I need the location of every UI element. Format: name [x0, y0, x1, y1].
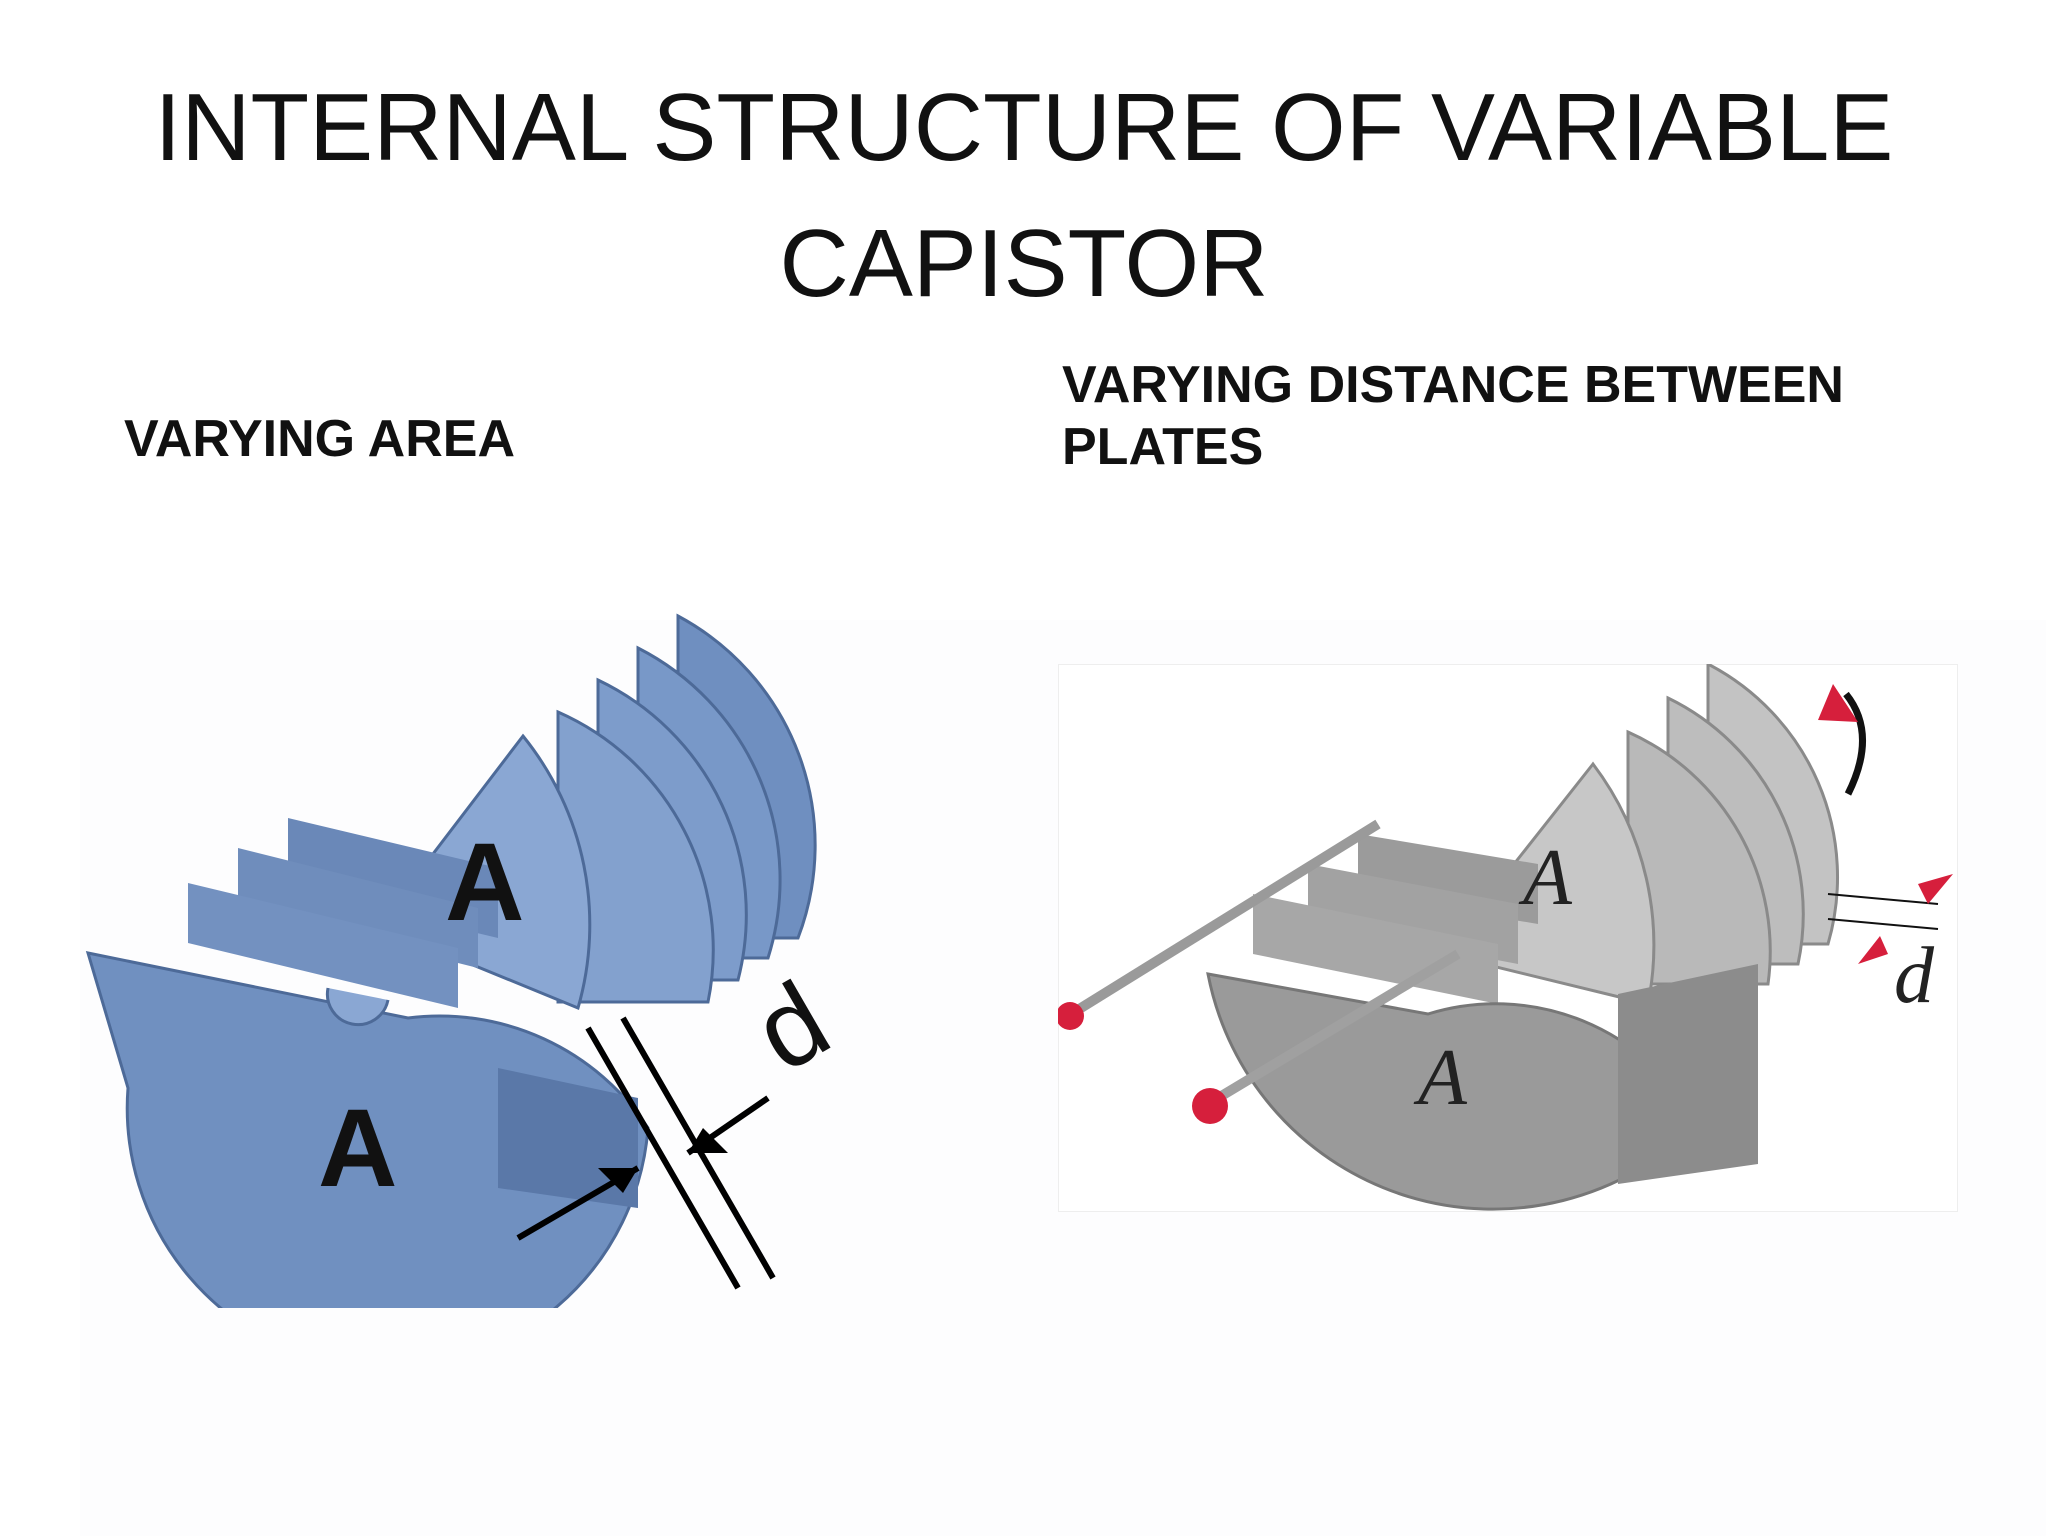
terminal-dot	[1058, 1002, 1084, 1030]
distance-label: d	[734, 958, 848, 1095]
distance-label: d	[1894, 932, 1935, 1020]
terminal-dot	[1192, 1088, 1228, 1124]
terminal-rods	[1065, 819, 1461, 1109]
arrow-left-icon	[1918, 874, 1953, 904]
rotation-arrow-icon	[1843, 691, 1866, 796]
area-label-top: A	[1518, 834, 1573, 922]
slide-title: INTERNAL STRUCTURE OF VARIABLE CAPISTOR	[0, 60, 2048, 332]
slide-title-line1: INTERNAL STRUCTURE OF VARIABLE	[154, 74, 1894, 181]
arrow-right-icon	[1858, 936, 1888, 964]
rotation-arrowhead-icon	[1818, 684, 1858, 722]
distance-indicator	[1827, 893, 1939, 930]
area-label-bottom: A	[1413, 1034, 1468, 1122]
area-label-top: A	[445, 821, 524, 944]
right-heading: VARYING DISTANCE BETWEEN PLATES	[1062, 354, 1962, 478]
varying-area-figure: A A d	[85, 613, 849, 1308]
slide-title-line2: CAPISTOR	[779, 210, 1269, 317]
right-heading-line1: VARYING DISTANCE BETWEEN	[1062, 356, 1844, 414]
arrow-left-icon	[688, 1128, 728, 1153]
varying-distance-figure: A A d	[1058, 664, 1958, 1212]
arrow-right-icon	[598, 1168, 638, 1193]
area-label-bottom: A	[318, 1087, 397, 1210]
shaft-notch	[325, 987, 390, 1027]
right-heading-line2: PLATES	[1062, 418, 1264, 476]
left-heading: VARYING AREA	[124, 410, 515, 468]
